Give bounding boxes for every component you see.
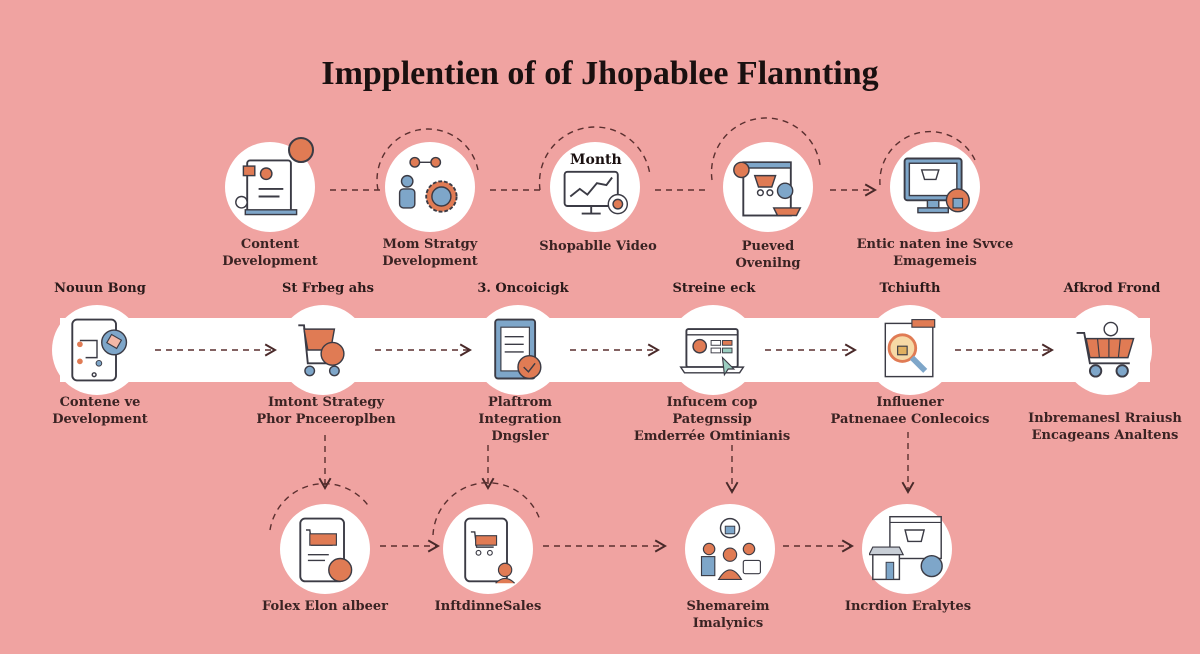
shopping-cart-icon: [298, 324, 345, 377]
middle-heading-1: Nouun Bong: [54, 281, 146, 296]
middle-heading-2: St Frbeg ahs: [282, 281, 374, 296]
middle-heading-6: Afkrod Frond: [1063, 281, 1161, 296]
magnifier-lock-icon: [884, 319, 936, 378]
middle-heading-5: Tchiufth: [879, 281, 941, 296]
middle-node-2[interactable]: [278, 305, 368, 395]
video-chart-monitor-icon: [563, 170, 629, 215]
content-document-icon: [235, 159, 298, 216]
middle-label-1: Contene ve Development: [52, 395, 148, 427]
bottom-label-3: Shemareim Imalynics: [686, 599, 770, 631]
top-label-2: Mom Stratgy Development: [382, 237, 478, 269]
middle-node-6[interactable]: [1062, 305, 1152, 395]
middle-node-4[interactable]: [668, 305, 758, 395]
top-node-5[interactable]: [890, 142, 980, 232]
laptop-cursor-icon: [679, 328, 745, 377]
middle-label-2: Imtont Strategy Phor Pnceeroplben: [256, 395, 396, 427]
top-label-1: Content Development: [222, 237, 318, 269]
middle-node-5[interactable]: [865, 305, 955, 395]
bottom-node-1[interactable]: [280, 504, 370, 594]
middle-node-1[interactable]: [52, 305, 142, 395]
team-strategy-gear-icon: [398, 156, 458, 213]
browser-cart-icon: [733, 161, 802, 217]
checklist-document-icon: [494, 318, 542, 380]
month-badge: Month: [570, 152, 622, 168]
middle-label-4: Infucem cop Pategnssip Emderrée Omtinian…: [633, 395, 791, 444]
cart-dollar-icon: [1076, 321, 1135, 378]
bottom-label-1: Folex Elon albeer: [261, 599, 388, 614]
middle-heading-4: Streine eck: [672, 281, 756, 296]
bottom-node-2[interactable]: [443, 504, 533, 594]
page-title: Impplentien of of Jhopablee Flannting: [321, 55, 879, 92]
top-label-5: Entic naten ine Svvce Emagemeis: [856, 237, 1014, 269]
top-node-4[interactable]: [723, 142, 813, 232]
middle-heading-3: 3. Oncoicigk: [477, 281, 569, 296]
phone-cart-influencer-icon: [464, 517, 516, 584]
top-label-3: Shopablle Video: [539, 239, 657, 254]
top-label-4: Pueved Ovenilng: [735, 239, 801, 271]
top-node-2[interactable]: [385, 142, 475, 232]
middle-node-3[interactable]: [473, 305, 563, 395]
middle-label-3: Plaftrom Integration Dngsler: [478, 395, 562, 444]
bottom-label-4: Incrdion Eralytes: [844, 599, 972, 614]
store-monitor-icon: [869, 515, 943, 581]
tablet-cart-euro-icon: [299, 517, 353, 583]
top-node-1[interactable]: [225, 142, 315, 232]
bottom-node-3[interactable]: [685, 504, 775, 594]
middle-label-5: Influener Patnenaee Conlecoics: [830, 395, 990, 427]
middle-label-6: Inbremanesl Rraiush Encageans Analtens: [1028, 411, 1182, 443]
monitor-cart-user-icon: [903, 157, 970, 214]
bottom-node-4[interactable]: [862, 504, 952, 594]
community-people-icon: [700, 517, 761, 580]
top-node-3[interactable]: [550, 142, 640, 232]
top-node-1-badge: [288, 137, 314, 163]
tablet-cart-icon: [71, 318, 128, 382]
bottom-label-2: InftdinneSales: [434, 599, 542, 614]
timeline-band: [60, 318, 1150, 382]
